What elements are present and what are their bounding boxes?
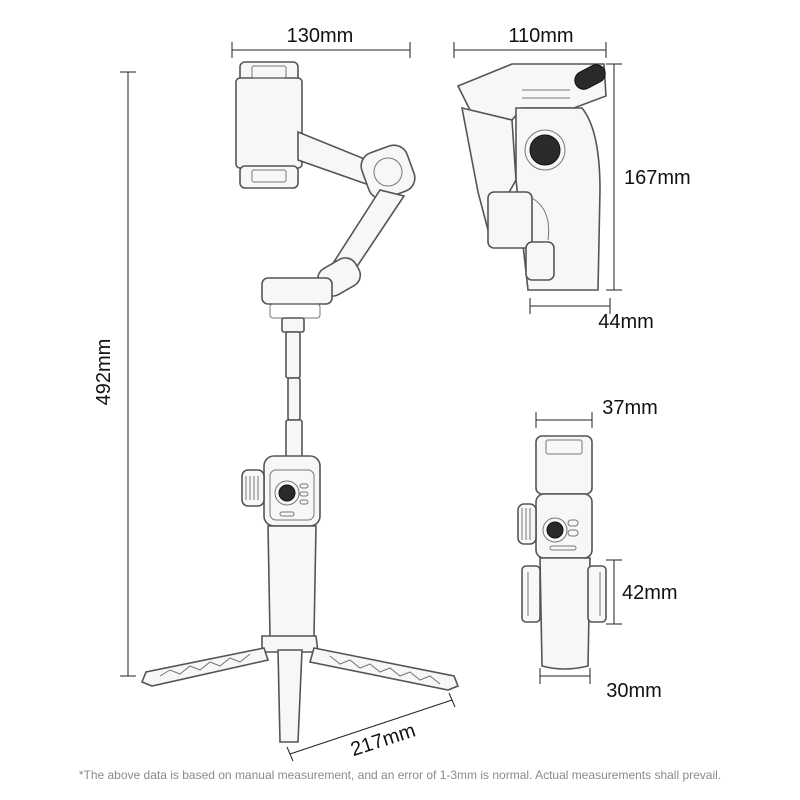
dim-label-side-bottom-width: 30mm <box>606 680 662 702</box>
dim-label-folded-height: 167mm <box>624 167 691 189</box>
dim-label-folded-width: 110mm <box>508 25 573 47</box>
gimbal-folded-view <box>456 63 607 291</box>
dim-label-clamp-width: 130mm <box>287 25 354 47</box>
gimbal-front-view <box>140 61 460 743</box>
dim-label-tripod-span: 217mm <box>348 720 418 762</box>
dim-label-folded-depth: 44mm <box>598 311 654 333</box>
dim-label-side-height: 42mm <box>622 582 678 604</box>
dim-label-side-top-width: 37mm <box>602 397 658 419</box>
gimbal-side-view <box>517 435 607 670</box>
measurement-footnote: *The above data is based on manual measu… <box>78 768 722 782</box>
dimension-lines <box>120 42 622 762</box>
dim-label-total-height: 492mm <box>93 339 115 406</box>
